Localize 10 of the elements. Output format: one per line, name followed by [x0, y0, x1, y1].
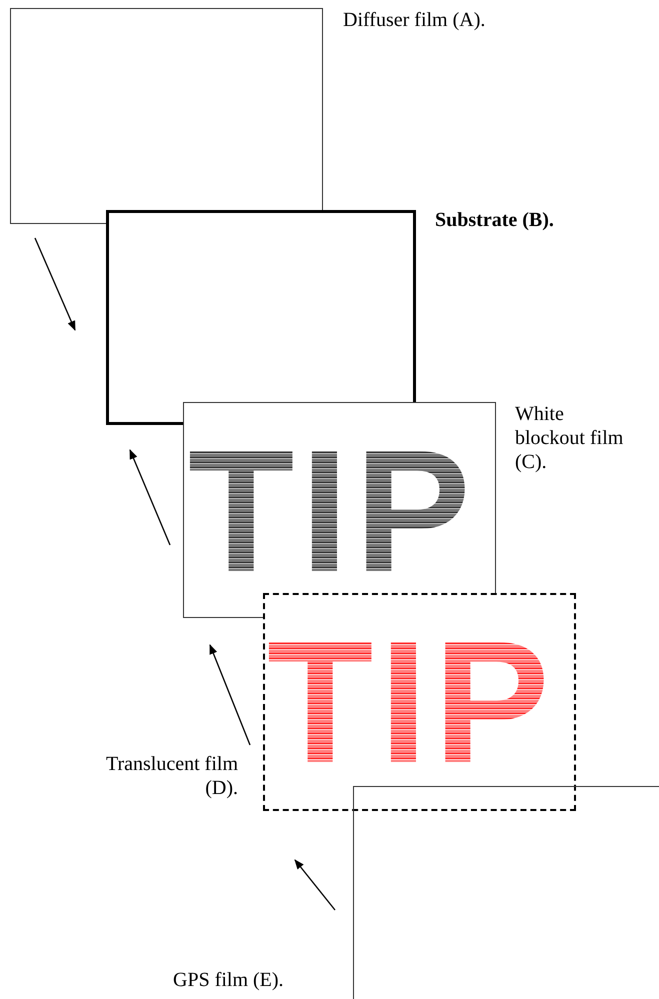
layer-caption: White blockout film (C). [515, 402, 624, 474]
layer-caption: GPS film (E). [173, 968, 285, 992]
film-rectangle [353, 786, 659, 999]
substrate-rectangle [106, 210, 416, 425]
layer-caption: Translucent film (D). [104, 752, 238, 800]
film-rectangle [183, 402, 496, 618]
film-rectangle [10, 8, 323, 224]
film-rectangle [263, 593, 576, 811]
layer-caption: Diffuser film (A). [343, 8, 486, 32]
layer-caption: Substrate (B). [435, 208, 555, 232]
